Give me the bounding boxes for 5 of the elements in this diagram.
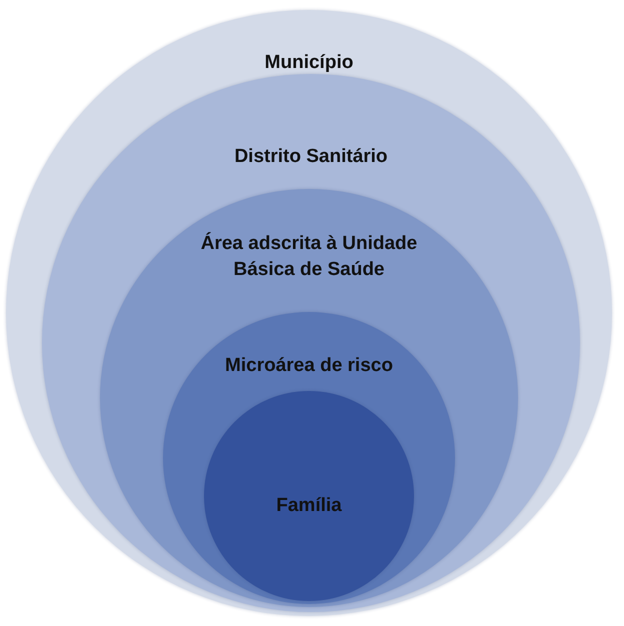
level-label: Município (264, 51, 354, 75)
level-label: Distrito Sanitário (234, 145, 388, 169)
level-label: Área adscrita à Unidade Básica de Saúde (200, 231, 418, 282)
level-label: Microárea de risco (225, 354, 393, 378)
level-label: Família (276, 494, 342, 518)
